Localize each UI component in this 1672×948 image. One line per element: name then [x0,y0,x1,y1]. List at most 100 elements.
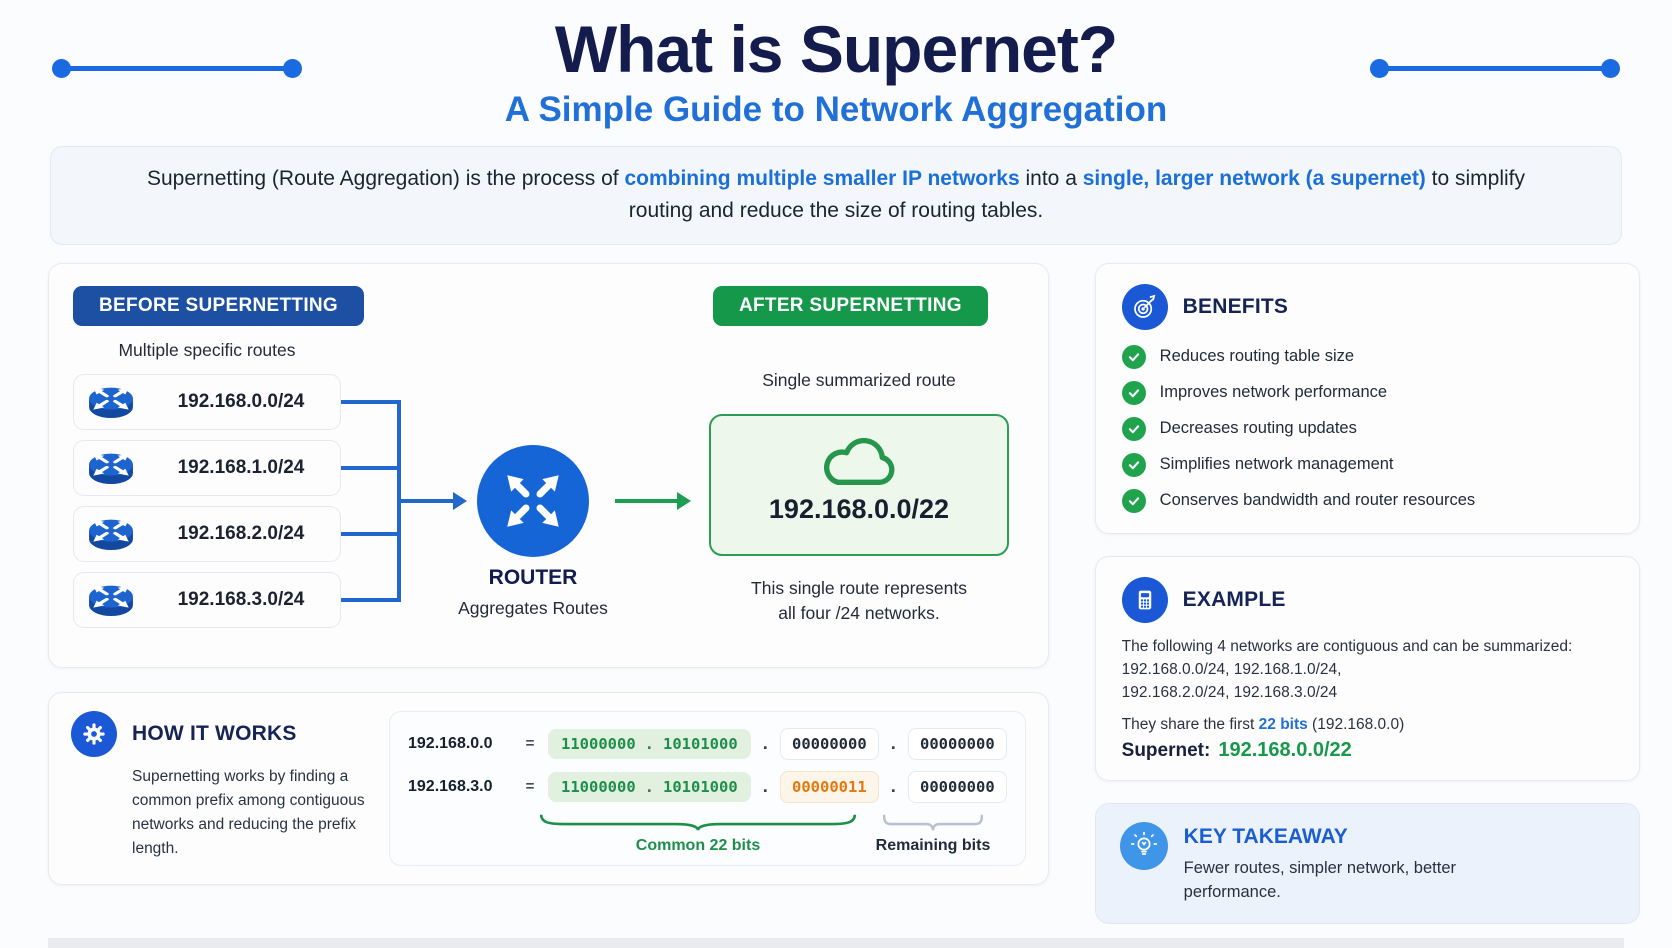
how-it-works-panel: HOW IT WORKS Supernetting works by findi… [48,691,1049,885]
example-share-line: They share the first 22 bits (192.168.0.… [1122,716,1613,734]
left-column: BEFORE SUPERNETTING Multiple specific ro… [48,262,1049,885]
equals-sign: = [525,778,535,796]
example-supernet-line: Supernet: 192.168.0.0/22 [1122,739,1613,762]
route-list: 192.168.0.0/24 192.168.1.0/24 192.168.2.… [73,373,341,638]
share-bits: 22 bits [1258,715,1308,733]
benefit-text: Reduces routing table size [1159,347,1355,366]
right-column: BENEFITS Reduces routing table size Impr… [1094,262,1640,925]
octet-chip: 00000000 [780,727,879,760]
bit-braces: Common 22 bits Remaining bits [538,814,1007,855]
octet-separator: . [760,734,770,753]
benefit-text: Simplifies network management [1159,455,1394,474]
before-caption: Multiple specific routes [118,339,296,360]
definition-text: into a [1019,166,1083,190]
rule-dot-icon [283,59,302,78]
binary-comparison-card: 192.168.0.0 = 11000000 . 10101000 . 0000… [389,710,1026,866]
supernet-route-box: 192.168.0.0/22 [709,413,1009,556]
common-bits-pill: 11000000 . 10101000 [548,728,751,759]
rule-dot-icon [1370,59,1389,78]
octet-separator: . [888,734,898,753]
benefit-item: Improves network performance [1121,380,1613,405]
route-address: 192.168.1.0/24 [177,456,305,478]
benefit-item: Conserves bandwidth and router resources [1121,488,1613,513]
octet-separator: . [644,777,654,796]
check-icon [1121,344,1146,369]
benefit-text: Decreases routing updates [1159,419,1357,438]
target-icon [1121,283,1168,330]
common-bits-brace: Common 22 bits [538,814,858,855]
route-row: 192.168.0.0/24 [73,373,341,430]
how-it-works-text: Supernetting works by finding a common p… [132,767,365,858]
after-note-line: all four /24 networks. [778,603,940,624]
octet-bits: 11000000 [561,734,636,753]
bottom-edge-strip [48,938,1624,948]
octet-separator: . [644,734,654,753]
check-icon [1121,452,1146,477]
rule-dot-icon [1601,59,1620,78]
route-row: 192.168.1.0/24 [73,439,341,496]
before-supernetting-badge: BEFORE SUPERNETTING [73,285,364,326]
lightbulb-icon [1119,821,1168,870]
benefit-text: Conserves bandwidth and router resources [1159,491,1476,510]
connector-line [341,465,399,470]
after-caption: Single summarized route [762,369,956,390]
definition-text: Supernetting (Route Aggregation) is the … [147,166,625,190]
octet-bits: 10101000 [663,734,738,753]
binary-ip: 192.168.3.0 [408,777,493,795]
rule-dot-icon [52,59,71,78]
content-grid: BEFORE SUPERNETTING Multiple specific ro… [48,262,1640,925]
definition-highlight-2: single, larger network (a supernet) [1082,166,1426,190]
after-note-line: This single route represents [751,577,967,598]
title-rule-right [1370,59,1620,78]
route-address: 192.168.2.0/24 [177,522,305,544]
binary-ip: 192.168.0.0 [408,734,493,752]
connector-line [397,498,455,503]
router-icon [89,585,133,617]
router-icon [89,519,133,551]
octet-separator: . [760,777,770,796]
cloud-icon [824,437,895,485]
header: What is Supernet? A Simple Guide to Netw… [48,8,1624,130]
page-title: What is Supernet? [554,12,1118,86]
example-intro: The following 4 networks are contiguous … [1121,637,1573,655]
definition-highlight-1: combining multiple smaller IP networks [624,166,1020,190]
router-circle-icon [477,444,589,557]
octet-separator: . [888,777,898,796]
example-card: EXAMPLE The following 4 networks are con… [1094,555,1640,781]
connector-line [341,531,399,536]
supernetting-diagram-panel: BEFORE SUPERNETTING Multiple specific ro… [48,262,1049,668]
supernet-value: 192.168.0.0/22 [1218,738,1352,761]
octet-bits: 11000000 [561,777,636,796]
connector-line [341,597,399,602]
definition-box: Supernetting (Route Aggregation) is the … [50,145,1622,245]
calculator-icon [1121,576,1168,623]
route-row: 192.168.2.0/24 [73,505,341,562]
router-caption: Aggregates Routes [458,597,608,618]
router-label: ROUTER [488,565,578,589]
example-networks: 192.168.0.0/24, 192.168.1.0/24, 192.168.… [1122,658,1613,705]
route-address: 192.168.3.0/24 [177,588,305,610]
arrow-right-icon [677,491,691,510]
common-bits-label: Common 22 bits [635,836,761,854]
supernet-label: Supernet: [1121,739,1211,761]
connector-line [341,399,399,404]
route-row: 192.168.3.0/24 [73,571,341,628]
benefits-header: BENEFITS [1121,283,1613,330]
router-icon [89,387,133,419]
route-address: 192.168.0.0/24 [177,390,305,412]
router-icon [89,453,133,485]
benefit-item: Simplifies network management [1121,452,1613,477]
example-networks-line: 192.168.0.0/24, 192.168.1.0/24, [1121,661,1342,679]
check-icon [1121,488,1146,513]
brace-icon [538,814,858,831]
how-it-works-title: HOW IT WORKS [132,721,297,745]
octet-chip: 00000000 [908,770,1007,803]
green-arrow-line [615,498,679,503]
example-title: EXAMPLE [1182,587,1286,611]
how-it-works-block: HOW IT WORKS Supernetting works by findi… [71,710,367,861]
how-it-works-header: HOW IT WORKS [71,710,367,757]
common-bits-pill: 11000000 . 10101000 [548,771,751,802]
benefits-title: BENEFITS [1182,294,1289,318]
octet-bits: 10101000 [663,777,738,796]
benefit-list: Reduces routing table size Improves netw… [1121,344,1613,513]
